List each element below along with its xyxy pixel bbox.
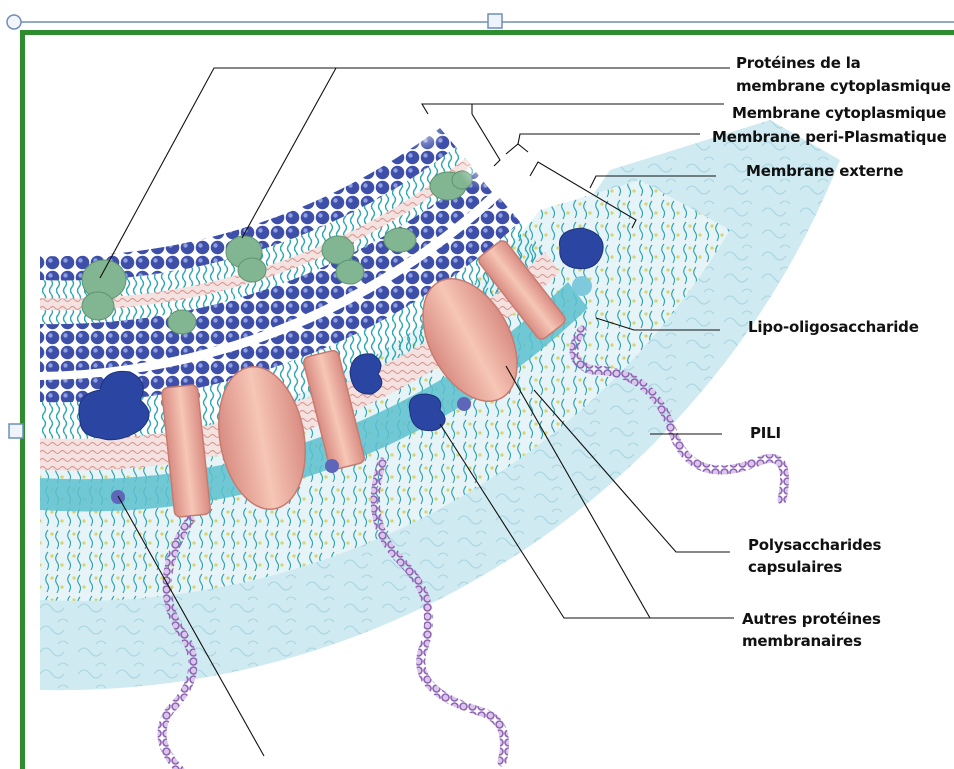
label-other-proteins-2: membranaires [742,632,862,650]
label-lipo: Lipo-oligosaccharide [748,318,919,336]
label-peri-membrane: Membrane peri-Plasmatique [712,128,947,146]
rotate-handle[interactable] [7,15,21,29]
label-polysaccharides-2: capsulaires [748,558,842,576]
resize-handle-left[interactable] [9,424,23,438]
frame-left-border [20,30,25,769]
label-outer-membrane: Membrane externe [746,162,903,180]
label-cyto-proteins-1: Protéines de la [736,54,861,72]
label-pili: PILI [750,424,781,442]
label-other-proteins-1: Autres protéines [742,610,881,628]
label-cyto-proteins-2: membrane cytoplasmique [736,77,951,95]
label-polysaccharides-1: Polysaccharides [748,536,882,554]
resize-handle-top[interactable] [488,14,502,28]
label-cyto-membrane: Membrane cytoplasmique [732,104,946,122]
frame-top-border [20,30,954,35]
